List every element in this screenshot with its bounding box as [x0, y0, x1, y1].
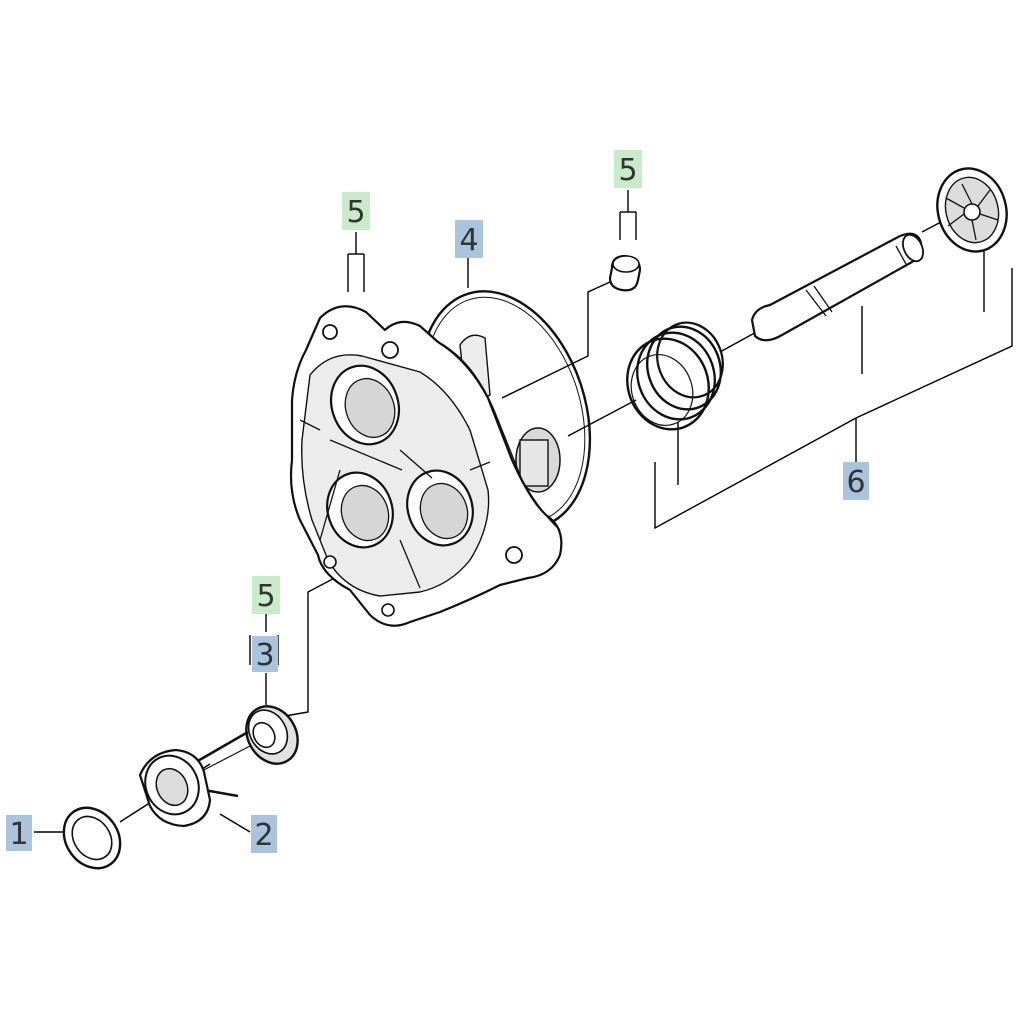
part-number-text: 5	[256, 579, 275, 614]
part-number-text: 5	[346, 195, 365, 230]
bushing-with-pins-part	[138, 730, 251, 828]
piston	[750, 232, 924, 342]
part-label-4: 4	[455, 220, 483, 258]
washer-ring-part	[62, 806, 122, 870]
part-number-text: 2	[254, 818, 273, 853]
part-label-2: 2	[251, 815, 277, 853]
part-label-3: 3	[252, 636, 278, 673]
part-label-6: 6	[843, 462, 869, 500]
part-number-text: 4	[459, 223, 478, 258]
part-label-5-top-left: 5	[342, 192, 370, 230]
spring-plate	[936, 167, 1008, 253]
part-number-text: 3	[255, 638, 274, 673]
leader-lines	[34, 190, 1013, 833]
part-label-5-lower: 5	[252, 576, 280, 614]
part-number-text: 1	[9, 817, 28, 852]
spring	[626, 321, 724, 431]
part-label-1: 1	[6, 815, 32, 852]
seal-ring-part	[245, 705, 299, 765]
pump-head-housing-part	[289, 305, 563, 627]
valve-insert-part	[608, 254, 642, 292]
spring-piston-assembly-part	[626, 167, 1008, 431]
part-number-text: 5	[618, 153, 637, 188]
part-number-text: 6	[846, 465, 865, 500]
part-label-5-top-right: 5	[614, 150, 642, 188]
